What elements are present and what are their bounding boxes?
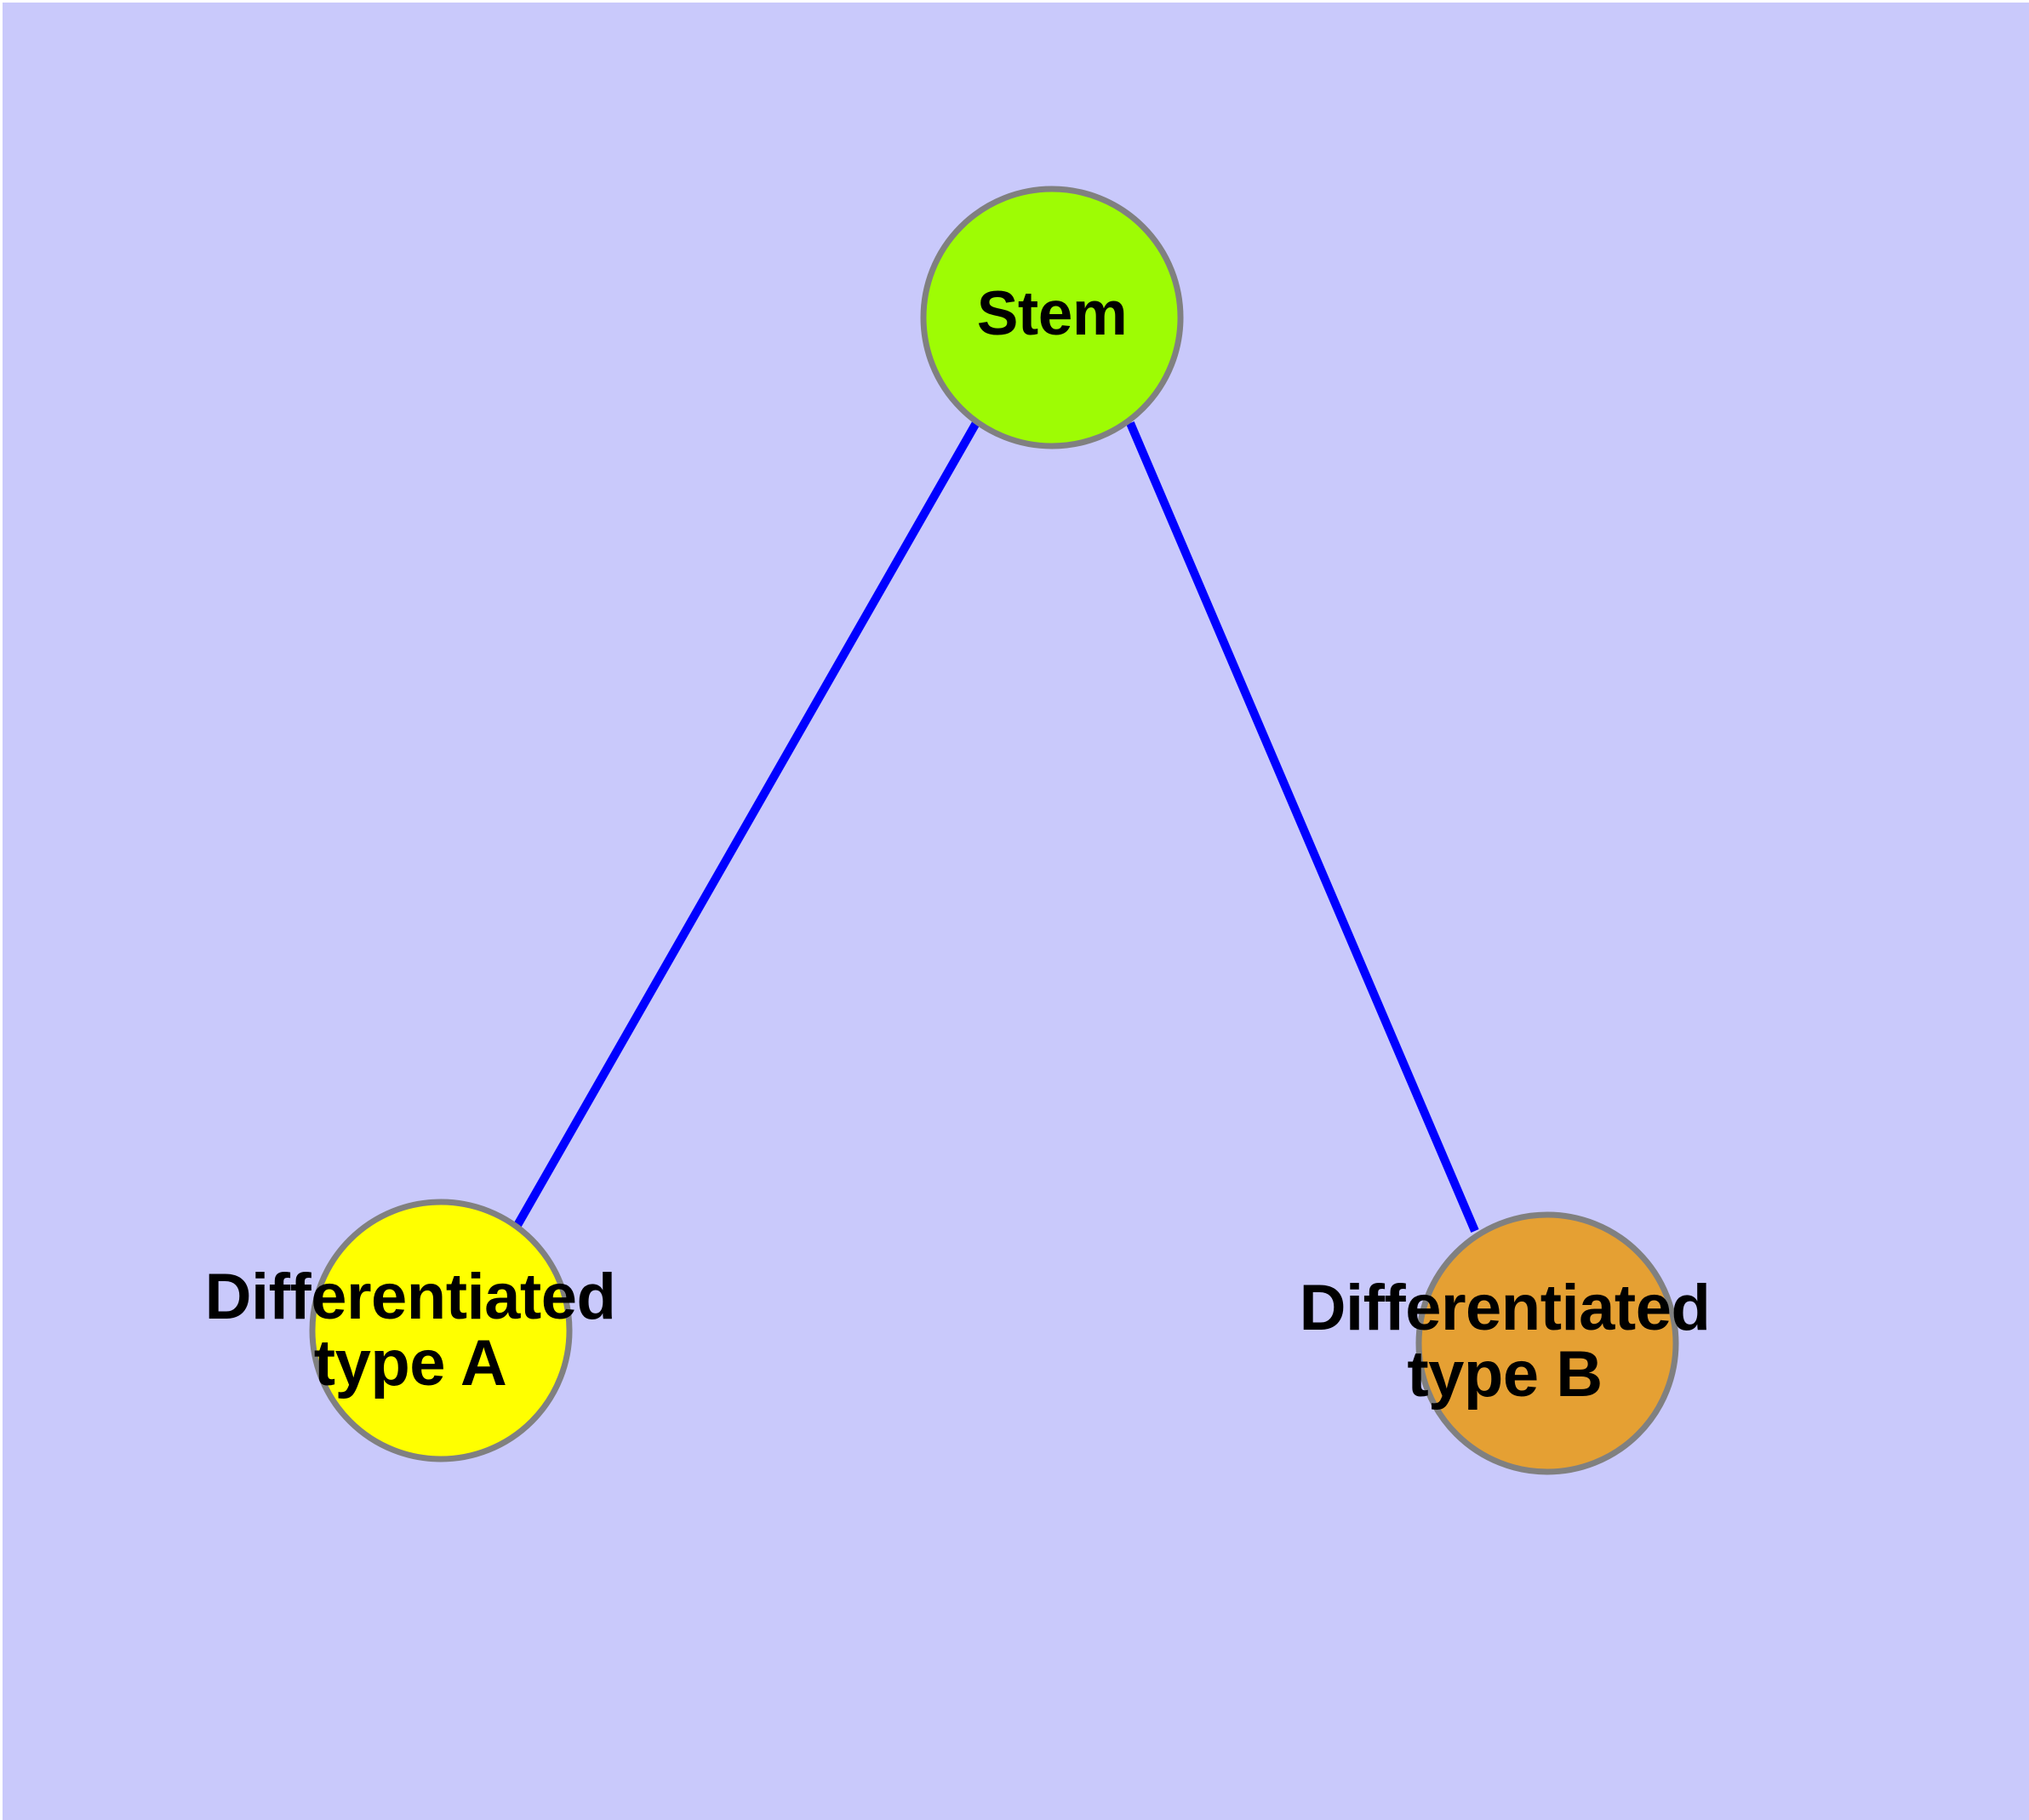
node-differentiated-type-b[interactable] — [1415, 1211, 1679, 1475]
node-differentiated-type-a[interactable] — [309, 1199, 573, 1462]
node-layer — [309, 186, 1679, 1475]
edge-stem-to-differentiated-type-a[interactable] — [512, 419, 981, 1229]
node-stem[interactable] — [920, 186, 1184, 449]
edge-layer — [512, 419, 1479, 1233]
edge-stem-to-differentiated-type-b[interactable] — [1126, 421, 1479, 1233]
